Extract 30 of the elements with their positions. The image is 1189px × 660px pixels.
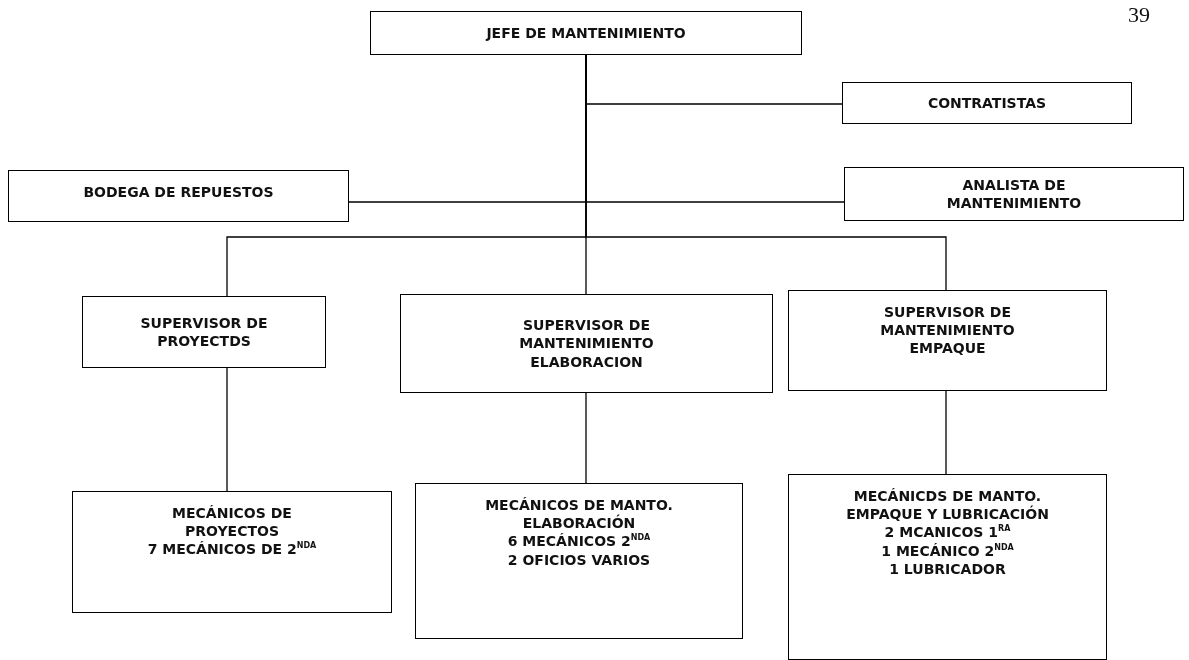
org-box bbox=[415, 483, 743, 639]
box-text: 2 MCANICOS 1$^{RA}$ bbox=[884, 523, 1011, 542]
box-text: CONTRATISTAS bbox=[927, 93, 1047, 113]
org-box bbox=[82, 296, 326, 368]
connector-line bbox=[585, 392, 587, 484]
org-box bbox=[842, 82, 1132, 124]
box-text: MECÁNICOS DE PROYECTOS bbox=[171, 504, 293, 541]
org-box bbox=[8, 170, 349, 222]
connector-line bbox=[226, 367, 228, 492]
org-box bbox=[788, 290, 1107, 391]
org-box bbox=[788, 474, 1107, 660]
box-text: 2 OFICIOS VARIOS bbox=[507, 550, 651, 569]
box-text: ANALISTA DE MANTENIMIENTO bbox=[945, 175, 1083, 213]
org-box bbox=[400, 294, 773, 393]
box-text: MECÁNICDS DE MANTO. EMPAQUE Y LUBRICACIÓN bbox=[845, 487, 1050, 524]
box-text: SUPERVISOR DE PROYECTDS bbox=[139, 313, 269, 351]
box-text: 1 MECÁNICO 2$^{NDA}$ bbox=[881, 541, 1014, 560]
org-box bbox=[72, 491, 392, 613]
box-text: BODEGA DE REPUESTOS bbox=[83, 183, 274, 202]
org-box bbox=[844, 167, 1184, 221]
org-box bbox=[370, 11, 802, 55]
page-number: 39 bbox=[1128, 2, 1150, 28]
box-text: 1 LUBRICADOR bbox=[889, 559, 1006, 578]
box-text: 6 MECÁNICOS 2$^{NDA}$ bbox=[507, 532, 651, 551]
box-text: 7 MECÁNICOS DE 2$^{NDA}$ bbox=[147, 540, 317, 559]
connector-line bbox=[945, 390, 947, 475]
box-text: MECÁNICOS DE MANTO. ELABORACIÓN bbox=[484, 496, 674, 533]
box-text: JEFE DE MANTENIMIENTO bbox=[486, 23, 686, 43]
box-text: SUPERVISOR DE MANTENIMIENTO ELABORACION bbox=[518, 316, 655, 371]
box-text: SUPERVISOR DE MANTENIMIENTO EMPAQUE bbox=[879, 303, 1016, 358]
